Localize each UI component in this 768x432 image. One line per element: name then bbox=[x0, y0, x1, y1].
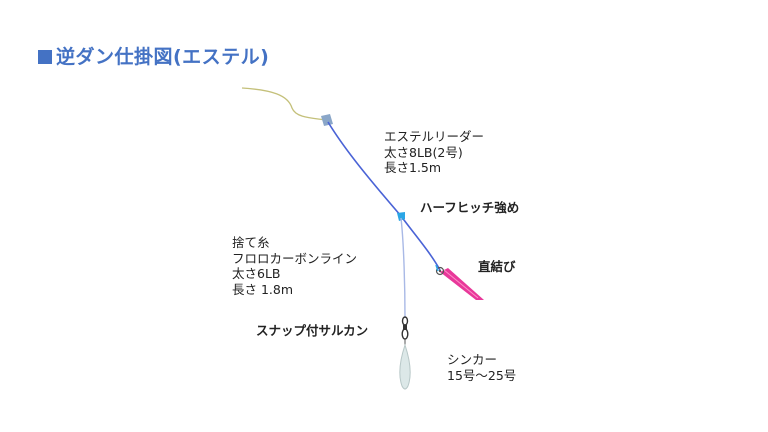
main-line bbox=[241, 87, 327, 121]
leader-label: エステルリーダー 太さ8LB(2号) 長さ1.5m bbox=[384, 129, 484, 176]
sinker-label-line: 15号〜25号 bbox=[447, 367, 517, 383]
sute-ito-label-line: 太さ6LB bbox=[232, 266, 281, 281]
half-hitch-label: ハーフヒッチ強め bbox=[420, 200, 520, 215]
title-text: 逆ダン仕掛図(エステル) bbox=[56, 46, 270, 68]
title-square-icon bbox=[38, 50, 52, 64]
leader-label-line: 太さ8LB(2号) bbox=[384, 144, 463, 160]
sute-ito-label-line: 捨て糸 bbox=[232, 235, 270, 250]
snap-label: スナップ付サルカン bbox=[256, 323, 369, 338]
half-hitch-knot-icon bbox=[397, 212, 405, 221]
snap-swivel-icon bbox=[401, 316, 409, 345]
sinker-icon bbox=[399, 343, 411, 390]
sinker-label-line: シンカー bbox=[447, 352, 498, 367]
leader-label-line: エステルリーダー bbox=[384, 129, 485, 144]
sute-ito-line bbox=[400, 217, 406, 319]
sute-ito-label-line: フロロカーボンライン bbox=[232, 250, 358, 266]
leader-label-line: 長さ1.5m bbox=[384, 160, 442, 175]
direct-knot-label: 直結び bbox=[478, 259, 516, 274]
sute-ito-label-line: 長さ 1.8m bbox=[232, 281, 294, 297]
sinker-label: シンカー 15号〜25号 bbox=[447, 352, 516, 383]
page-title: 逆ダン仕掛図(エステル) bbox=[38, 42, 269, 69]
egi-lure-icon bbox=[435, 264, 484, 300]
line-knot-icon bbox=[321, 114, 333, 126]
sute-ito-label: 捨て糸 フロロカーボンライン 太さ6LB 長さ 1.8m bbox=[232, 235, 357, 297]
